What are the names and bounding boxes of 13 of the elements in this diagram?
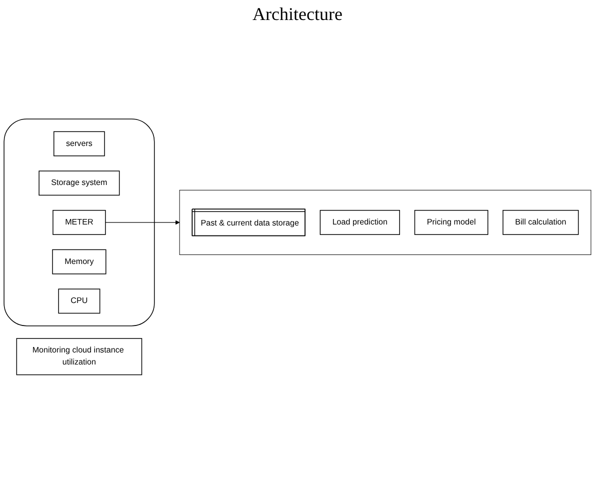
node-box: Storage system [38,170,120,196]
node-box: Memory [52,249,106,274]
cluster [4,118,155,326]
node-box: Load prediction [320,210,400,236]
arrow [105,220,180,225]
node-box: Monitoring cloud instance utilization [16,338,142,376]
node-box: Bill calculation [502,210,579,236]
node-box: servers [54,131,105,156]
cluster [179,190,592,256]
diagram-title: Architecture [252,4,344,25]
node-box: CPU [58,288,100,314]
node-box: Pricing model [414,210,488,236]
node-box: METER [52,210,106,236]
